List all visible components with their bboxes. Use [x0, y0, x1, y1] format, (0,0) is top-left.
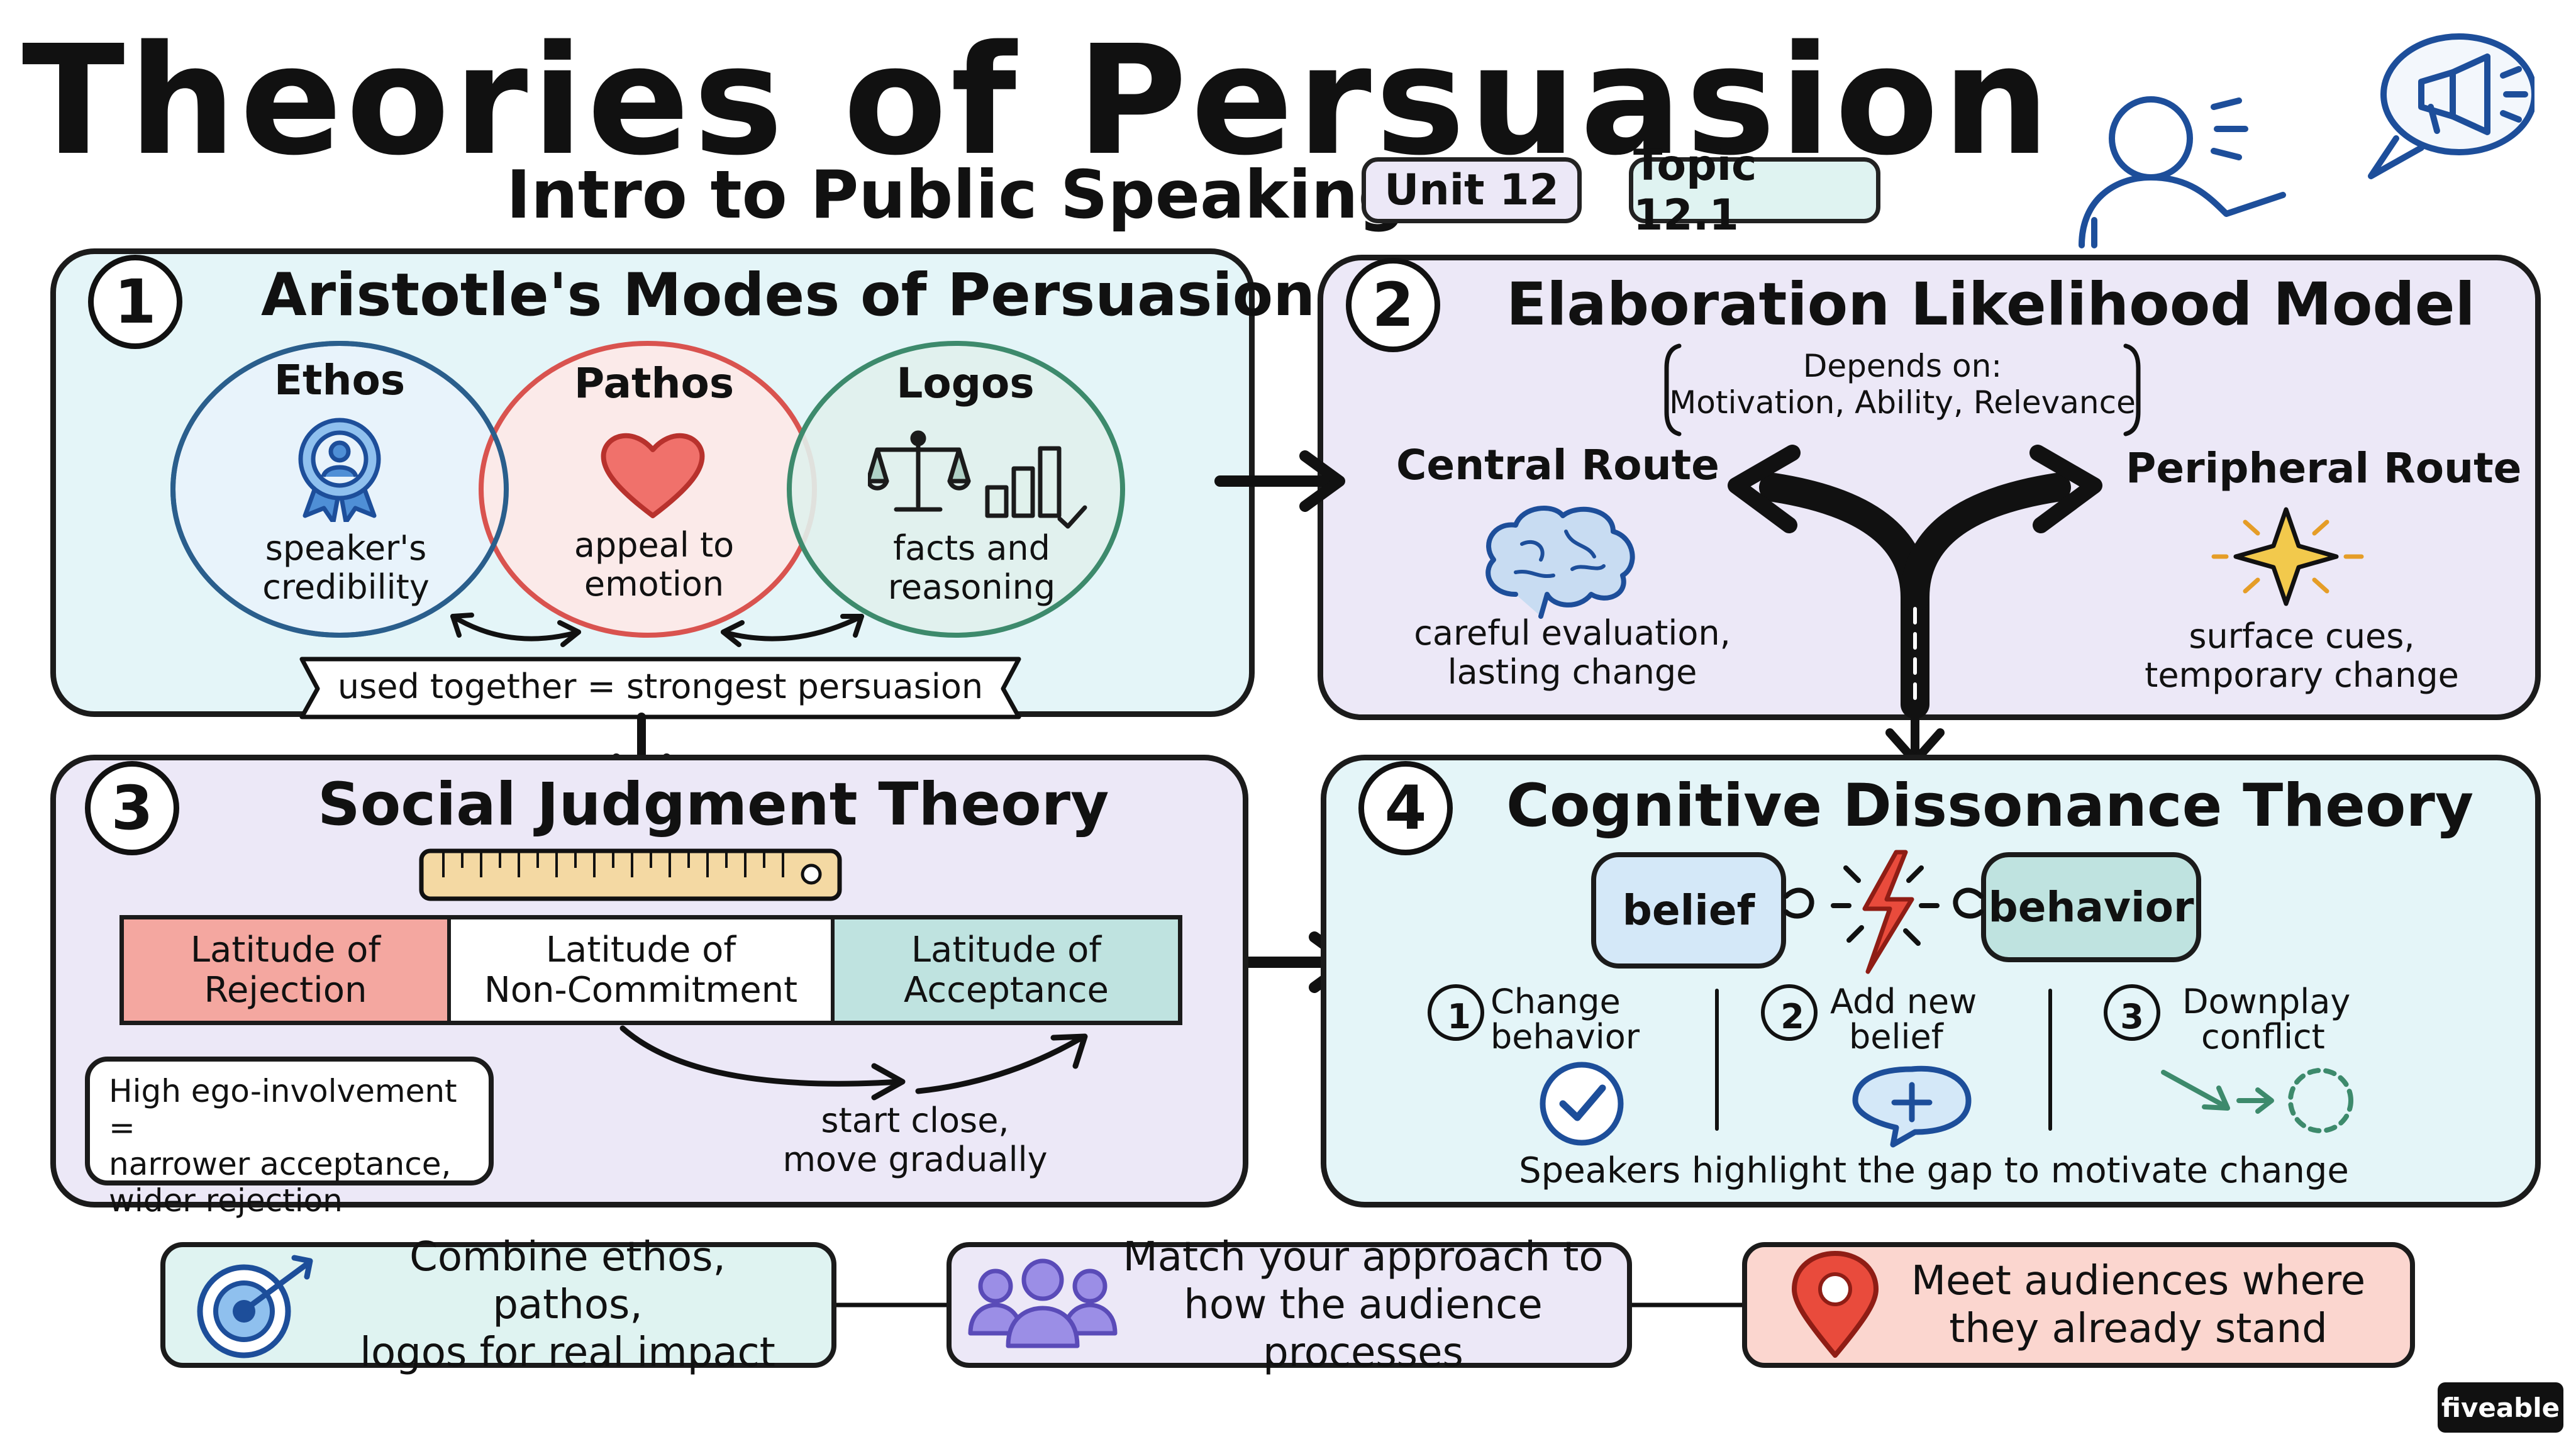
pathos-desc-2: emotion [584, 564, 724, 604]
central-desc-2: lasting change [1447, 652, 1697, 692]
peripheral-route-label: Peripheral Route [2126, 444, 2522, 492]
fork-road [1728, 445, 2102, 765]
takeaway-meet: Meet audiences where they already stand [1742, 1242, 2415, 1368]
start-close-line1: start close, [821, 1101, 1009, 1140]
central-route-label: Central Route [1396, 441, 1719, 489]
panel-1-number: 1 [88, 255, 182, 349]
location-pin-icon [1792, 1251, 1879, 1358]
option-3-number: 3 [2120, 997, 2144, 1036]
banner-text: used together = strongest persuasion [337, 667, 984, 706]
ethos-label: Ethos [274, 356, 406, 404]
latitude-acceptance-line2: Acceptance [904, 969, 1109, 1011]
peripheral-desc-1: surface cues, [2189, 616, 2415, 656]
dissonance-footer: Speakers highlight the gap to motivate c… [1519, 1150, 2349, 1191]
banner-ribbon [299, 657, 1021, 719]
scale-chart-icon [868, 430, 1087, 529]
ego-note-line1: High ego-involvement = [109, 1073, 457, 1146]
takeaway-meet-line1: Meet audiences where [1911, 1258, 2366, 1304]
takeaway-connectors [830, 1302, 1748, 1307]
fiveable-logo: fiveable [2438, 1382, 2563, 1433]
panel-4-title: Cognitive Dissonance Theory [1506, 772, 2474, 840]
panel-3-number: 3 [85, 761, 179, 855]
arrow-1-to-2 [1214, 450, 1345, 512]
logos-label: Logos [896, 359, 1035, 408]
ego-note-box: High ego-involvement = narrower acceptan… [85, 1057, 494, 1219]
belief-bubble: belief [1591, 852, 1786, 969]
latitude-rejection-line1: Latitude of [190, 929, 381, 970]
sparkle-icon [2211, 507, 2364, 606]
option-2-line2: belief [1849, 1017, 1943, 1057]
ethos-desc-2: credibility [262, 567, 430, 607]
audience-group-icon [968, 1258, 1118, 1348]
depends-label: Depends on: [1802, 348, 2002, 384]
target-icon [197, 1255, 313, 1358]
ego-note-line3: wider rejection [109, 1182, 343, 1219]
depends-bracket [1664, 343, 2141, 436]
central-desc-1: careful evaluation, [1414, 613, 1731, 653]
panel-2-title: Elaboration Likelihood Model [1506, 270, 2475, 339]
topic-tag: Topic 12.1 [1629, 141, 1880, 240]
ego-note-line2: narrower acceptance, [109, 1146, 452, 1182]
pathos-desc-1: appeal to [574, 525, 735, 565]
latitude-acceptance-line1: Latitude of [911, 929, 1102, 970]
pathos-label: Pathos [574, 359, 735, 408]
takeaway-combine: Combine ethos, pathos, logos for real im… [160, 1234, 836, 1376]
heart-icon [601, 433, 705, 518]
latitude-non-commitment-line2: Non-Commitment [484, 969, 798, 1011]
logos-desc-1: facts and [893, 528, 1050, 568]
option-2-line1: Add new [1830, 982, 1977, 1021]
panel-2-number: 2 [1346, 258, 1440, 352]
takeaway-meet-line2: they already stand [1949, 1306, 2328, 1352]
logos-desc-2: reasoning [887, 567, 1056, 607]
unit-tag: Unit 12 [1362, 157, 1582, 223]
brain-icon [1485, 506, 1635, 619]
award-badge-icon [298, 418, 381, 522]
dissonance-lightning-icon [1784, 850, 1984, 974]
takeaway-match-line1: Match your approach to [1123, 1234, 1604, 1280]
latitude-rejection-line2: Rejection [204, 969, 367, 1011]
panel-3-title: Social Judgment Theory [318, 770, 1109, 839]
option-1-line2: behavior [1491, 1017, 1640, 1057]
option-1-line1: Change [1491, 982, 1621, 1021]
option-2-number: 2 [1780, 997, 1804, 1036]
gradual-shift-arrows [619, 1025, 1088, 1101]
latitude-non-commitment-line1: Latitude of [545, 929, 736, 970]
takeaway-combine-line1: Combine ethos, pathos, [409, 1234, 726, 1328]
ruler-icon [419, 848, 842, 901]
option-3-line2: conflict [2201, 1017, 2325, 1057]
peripheral-desc-2: temporary change [2145, 655, 2459, 695]
takeaway-combine-line2: logos for real impact [360, 1330, 775, 1376]
depends-factors: Motivation, Ability, Relevance [1669, 384, 2136, 421]
panel-4-number: 4 [1358, 761, 1453, 855]
takeaway-match: Match your approach to how the audience … [947, 1234, 1632, 1376]
ethos-desc-1: speaker's [265, 528, 427, 568]
panel-1-title: Aristotle's Modes of Persuasion [261, 261, 1316, 330]
option-1-number: 1 [1447, 997, 1471, 1036]
speaker-megaphone-icon [2079, 33, 2534, 248]
page-subtitle: Intro to Public Speaking [506, 157, 1406, 233]
start-close-line2: move gradually [782, 1140, 1048, 1179]
takeaway-match-line2: how the audience processes [1184, 1282, 1543, 1376]
behavior-bubble: behavior [1981, 852, 2201, 962]
option-3-line1: Downplay [2182, 982, 2351, 1021]
resolution-options-graphics [1428, 984, 2353, 1148]
mode-link-arrows [450, 613, 864, 647]
